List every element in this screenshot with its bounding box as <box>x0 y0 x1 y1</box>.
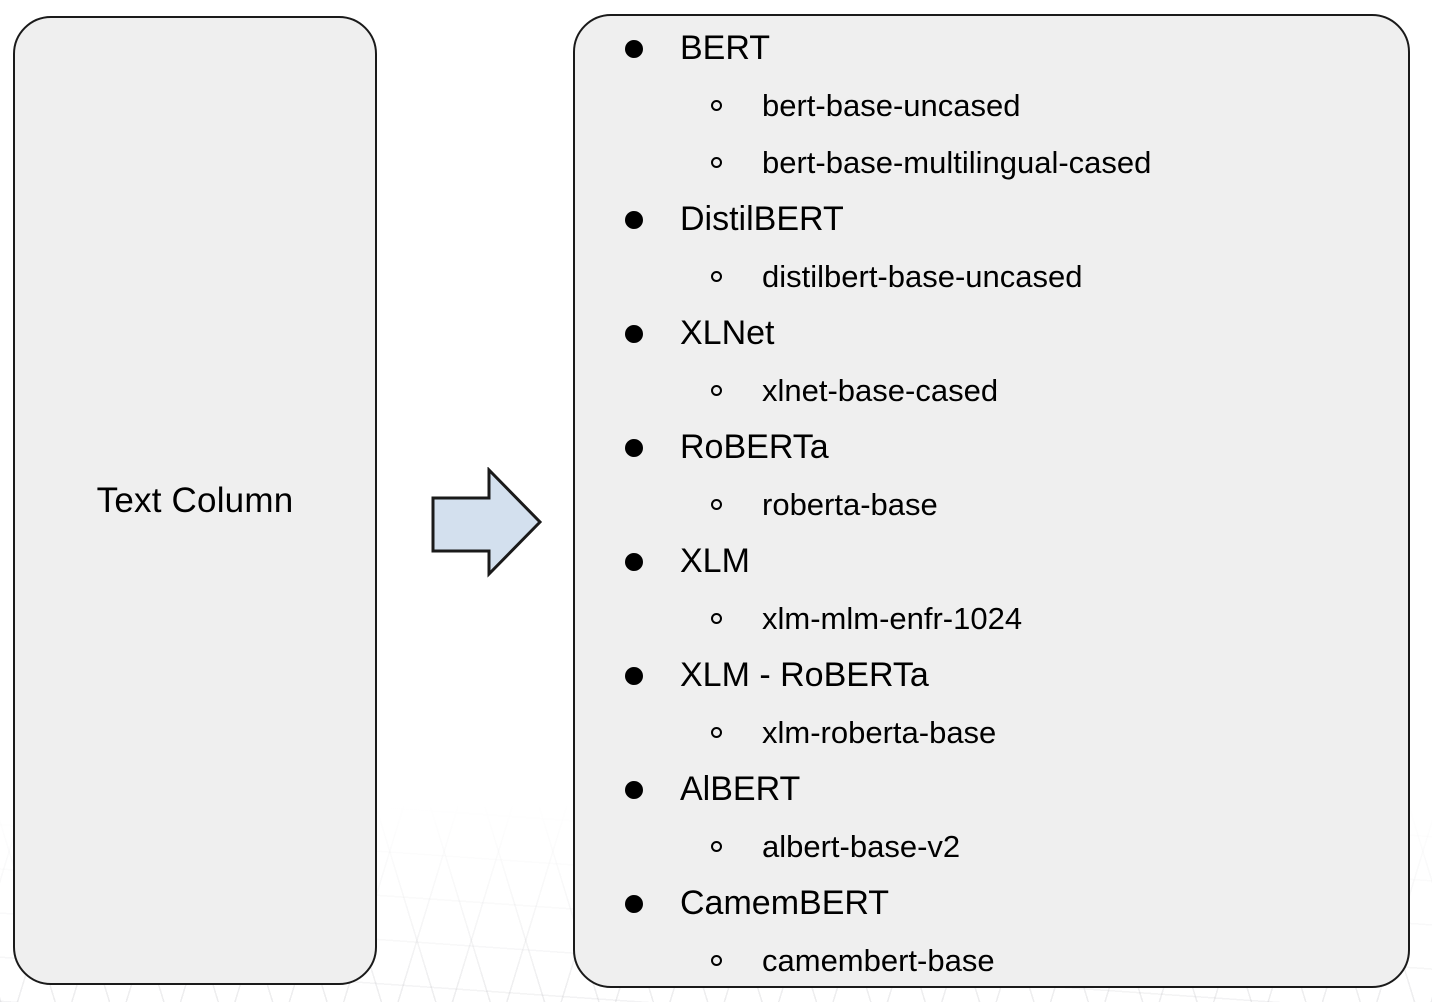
model-family-label: DistilBERT <box>680 200 844 238</box>
list-item: BERT <box>575 20 1408 77</box>
model-name-label: xlm-roberta-base <box>762 714 997 750</box>
open-bullet-icon <box>711 727 722 738</box>
list-subitem: bert-base-multilingual-cased <box>575 134 1408 191</box>
open-bullet-icon <box>711 100 722 111</box>
list-item: XLM <box>575 533 1408 590</box>
model-name-label: roberta-base <box>762 486 938 522</box>
model-family-label: RoBERTa <box>680 428 829 466</box>
text-column-box: Text Column <box>13 16 377 985</box>
open-bullet-icon <box>711 955 722 966</box>
filled-bullet-icon <box>625 894 643 913</box>
list-subitem: bert-base-uncased <box>575 77 1408 134</box>
list-item: DistilBERT <box>575 191 1408 248</box>
model-family-label: XLNet <box>680 314 775 352</box>
model-name-label: albert-base-v2 <box>762 828 961 864</box>
list-subitem: albert-base-v2 <box>575 818 1408 875</box>
filled-bullet-icon <box>625 552 643 571</box>
model-name-label: xlm-mlm-enfr-1024 <box>762 600 1023 636</box>
list-subitem: distilbert-base-uncased <box>575 248 1408 305</box>
list-subitem: camembert-base <box>575 932 1408 986</box>
open-bullet-icon <box>711 385 722 396</box>
model-name-label: bert-base-multilingual-cased <box>762 144 1152 180</box>
list-subitem: roberta-base <box>575 476 1408 533</box>
model-name-label: camembert-base <box>762 942 995 978</box>
model-family-label: BERT <box>680 29 771 67</box>
right-arrow-icon <box>431 467 543 578</box>
open-bullet-icon <box>711 157 722 168</box>
list-subitem: xlnet-base-cased <box>575 362 1408 419</box>
model-family-label: XLM <box>680 542 750 580</box>
model-name-label: bert-base-uncased <box>762 87 1021 123</box>
open-bullet-icon <box>711 613 722 624</box>
list-item: RoBERTa <box>575 419 1408 476</box>
list-subitem: xlm-mlm-enfr-1024 <box>575 590 1408 647</box>
model-name-label: xlnet-base-cased <box>762 372 999 408</box>
list-subitem: xlm-roberta-base <box>575 704 1408 761</box>
list-item: AlBERT <box>575 761 1408 818</box>
text-column-label: Text Column <box>96 480 294 520</box>
filled-bullet-icon <box>625 324 643 343</box>
filled-bullet-icon <box>625 210 643 229</box>
model-family-label: XLM - RoBERTa <box>680 656 929 694</box>
filled-bullet-icon <box>625 666 643 685</box>
list-item: XLNet <box>575 305 1408 362</box>
model-family-label: CamemBERT <box>680 884 890 922</box>
list-item: CamemBERT <box>575 875 1408 932</box>
open-bullet-icon <box>711 841 722 852</box>
filled-bullet-icon <box>625 39 643 58</box>
model-list-box: BERT bert-base-uncased bert-base-multili… <box>573 14 1410 988</box>
filled-bullet-icon <box>625 780 643 799</box>
open-bullet-icon <box>711 271 722 282</box>
model-name-label: distilbert-base-uncased <box>762 258 1083 294</box>
model-family-label: AlBERT <box>680 770 801 808</box>
filled-bullet-icon <box>625 438 643 457</box>
list-item: XLM - RoBERTa <box>575 647 1408 704</box>
open-bullet-icon <box>711 499 722 510</box>
